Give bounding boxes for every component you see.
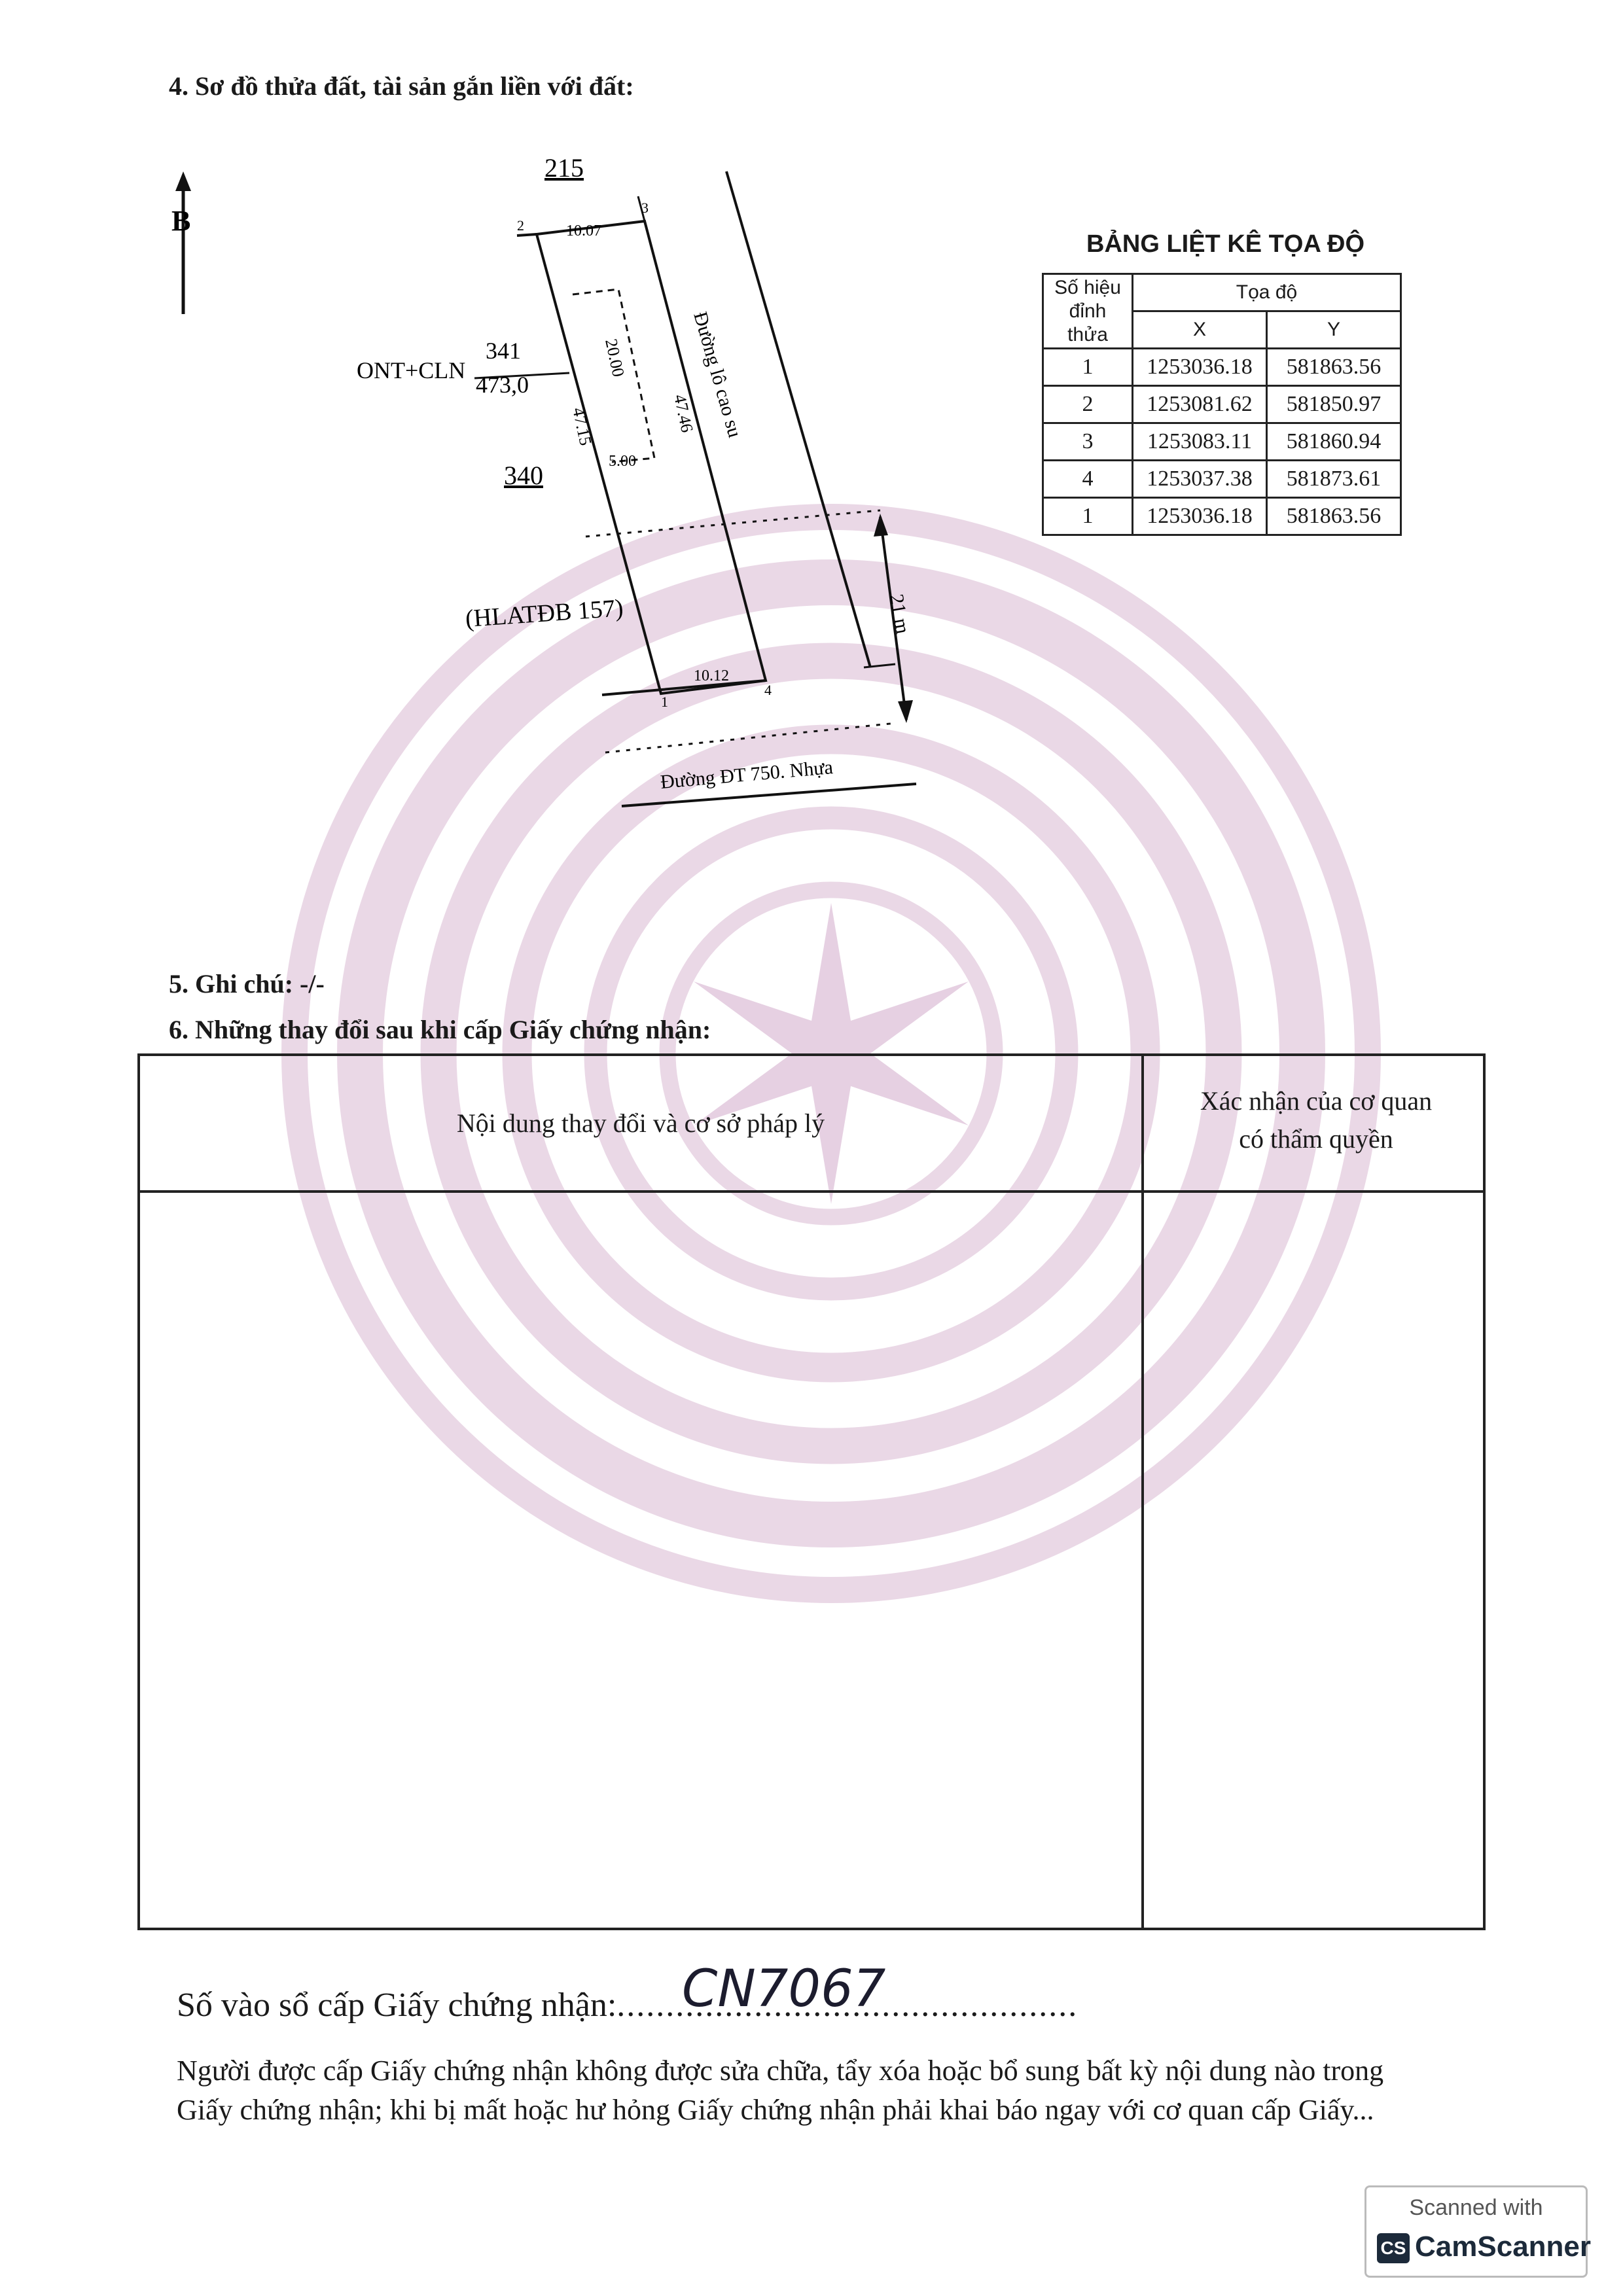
- x-cell: 1253081.62: [1132, 385, 1268, 424]
- section5-heading: 5. Ghi chú: -/-: [169, 969, 325, 998]
- y-cell: 581860.94: [1266, 422, 1402, 461]
- section6-heading: 6. Những thay đổi sau khi cấp Giấy chứng…: [169, 1015, 711, 1044]
- dim-top-label: 10.07: [566, 222, 601, 239]
- vertex-cell: 1: [1042, 497, 1133, 536]
- notice-line1: Người được cấp Giấy chứng nhận không đượ…: [177, 2055, 1384, 2087]
- scanned-with-text: Scanned with: [1409, 2195, 1543, 2220]
- table-row: 4 1253037.38 581873.61: [1042, 459, 1402, 499]
- dim-inner-long-label: 20.00: [601, 337, 628, 378]
- header-content-changes: Nội dung thay đổi và cơ sở pháp lý: [456, 1108, 825, 1138]
- header-authority-line1: Xác nhận của cơ quan: [1200, 1086, 1433, 1116]
- area-label: 473,0: [476, 372, 529, 398]
- y-cell: 581863.56: [1266, 347, 1402, 387]
- registration-line: Số vào sổ cấp Giấy chứng nhận:..........…: [177, 1986, 1078, 2024]
- column-divider: [1141, 1056, 1144, 1928]
- table-row: 2 1253081.62 581850.97: [1042, 385, 1402, 424]
- vertex-cell: 3: [1042, 422, 1133, 461]
- vertex-3-label: 3: [641, 200, 649, 216]
- corridor-line: [585, 509, 881, 538]
- header-vertex: Số hiệu đỉnh thửa: [1042, 273, 1133, 349]
- north-arrow-icon: [175, 171, 191, 314]
- parcel-340-label: 340: [504, 461, 543, 490]
- table-row: 1 1253036.18 581863.56: [1042, 347, 1402, 387]
- dim-inner-short-label: 5.00: [609, 453, 636, 470]
- dim-bottom-label: 10.12: [694, 667, 729, 684]
- header-y: Y: [1266, 310, 1402, 349]
- parcel-diagram: B 215 340 ONT+CLN 341 473,0 (HLATĐB 157)…: [171, 153, 917, 807]
- coordinate-table-title: BẢNG LIỆT KÊ TỌA ĐỘ: [1086, 230, 1365, 258]
- y-cell: 581863.56: [1266, 497, 1402, 536]
- notice-line2: Giấy chứng nhận; khi bị mất hoặc hư hỏng…: [177, 2094, 1374, 2126]
- camscanner-badge: Scanned with CS CamScanner: [1364, 2185, 1592, 2278]
- registration-number-handwritten: CN7067: [682, 1960, 886, 2019]
- x-cell: 1253036.18: [1132, 347, 1268, 387]
- y-cell: 581850.97: [1266, 385, 1402, 424]
- vertex-1-label: 1: [661, 694, 668, 710]
- dim-corridor-label: 21 m: [885, 592, 914, 635]
- road-side-edge: [725, 171, 872, 668]
- header-divider: [140, 1190, 1483, 1193]
- parcel-215-label: 215: [544, 153, 584, 183]
- camscanner-logo-icon: CS: [1377, 2233, 1410, 2263]
- vertex-cell: 1: [1042, 347, 1133, 387]
- table-row: 1 1253036.18 581863.56: [1042, 497, 1402, 536]
- header-authority-line2: có thẩm quyền: [1239, 1124, 1393, 1154]
- vertex-4-label: 4: [764, 682, 772, 698]
- corridor-dimension-arrow-icon: [863, 514, 913, 723]
- table-row: 3 1253083.11 581860.94: [1042, 422, 1402, 461]
- vertex-2-label: 2: [517, 217, 524, 234]
- header-x: X: [1132, 310, 1268, 349]
- registration-dots: ........................................…: [616, 1987, 1079, 2024]
- road-bottom-label: Đường ĐT 750. Nhựa: [660, 756, 834, 793]
- registration-label: Số vào sổ cấp Giấy chứng nhận:: [177, 1987, 617, 2024]
- x-cell: 1253083.11: [1132, 422, 1268, 461]
- changes-table: Nội dung thay đổi và cơ sở pháp lý Xác n…: [137, 1053, 1486, 1930]
- x-cell: 1253036.18: [1132, 497, 1268, 536]
- vertex-cell: 2: [1042, 385, 1133, 424]
- x-cell: 1253037.38: [1132, 459, 1268, 499]
- notice-text: Người được cấp Giấy chứng nhận không đượ…: [177, 2051, 1383, 2130]
- dim-left-label: 47.15: [569, 406, 596, 447]
- y-cell: 581873.61: [1266, 459, 1402, 499]
- corridor-label: (HLATĐB 157): [465, 594, 624, 633]
- section4-heading: 4. Sơ đồ thửa đất, tài sản gắn liền với …: [169, 71, 634, 101]
- inner-structure: [572, 288, 656, 463]
- camscanner-name: CamScanner: [1415, 2231, 1592, 2263]
- vertex-cell: 4: [1042, 459, 1133, 499]
- land-use-label: ONT+CLN: [357, 357, 465, 383]
- header-authority-confirmation: Xác nhận của cơ quan có thẩm quyền: [1144, 1082, 1488, 1158]
- road-bottom-edge: [621, 783, 917, 807]
- coordinate-table: Số hiệu đỉnh thửa Tọa độ X Y 1 1253036.1…: [1042, 273, 1402, 536]
- north-label: B: [171, 205, 190, 237]
- parcel-number-label: 341: [486, 338, 521, 364]
- header-coords: Tọa độ: [1132, 273, 1402, 312]
